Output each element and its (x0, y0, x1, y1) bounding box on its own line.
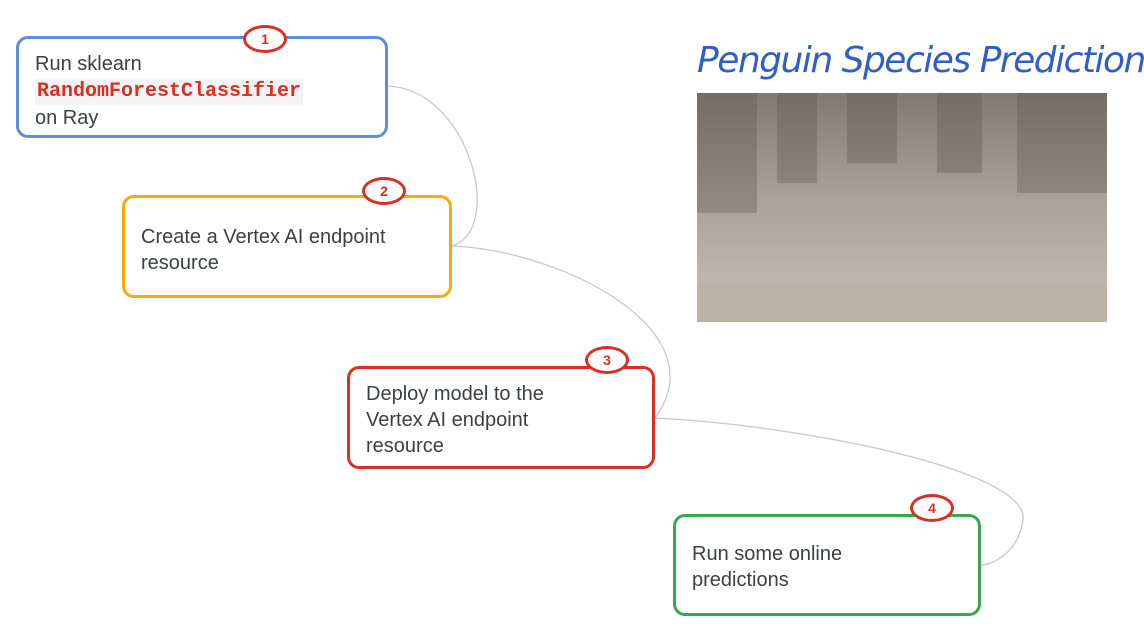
page-title: Penguin Species Prediction (697, 40, 1144, 81)
step-3-line-1: Deploy model to the (366, 383, 544, 405)
step-3-line-3: resource (366, 435, 444, 457)
step-4-box: Run some online predictions (673, 514, 981, 616)
step-3-line-2: Vertex AI endpoint (366, 409, 529, 431)
step-4-badge: 4 (910, 494, 954, 522)
step-1-box: Run sklearn RandomForestClassifier on Ra… (16, 36, 388, 138)
step-4-line-2: predictions (692, 569, 789, 591)
step-1-code: RandomForestClassifier (35, 79, 304, 105)
step-2-line-2: resource (141, 252, 219, 274)
step-3-badge: 3 (585, 346, 629, 374)
step-3-box: Deploy model to the Vertex AI endpoint r… (347, 366, 655, 469)
step-2-box: Create a Vertex AI endpoint resource (122, 195, 452, 298)
step-1-line-1: Run sklearn (35, 53, 142, 75)
step-2-badge: 2 (362, 177, 406, 205)
step-1-line-3: on Ray (35, 107, 99, 129)
penguins-photo (697, 93, 1107, 322)
step-2-line-1: Create a Vertex AI endpoint (141, 226, 386, 248)
step-4-line-1: Run some online (692, 543, 843, 565)
step-1-badge: 1 (243, 25, 287, 53)
